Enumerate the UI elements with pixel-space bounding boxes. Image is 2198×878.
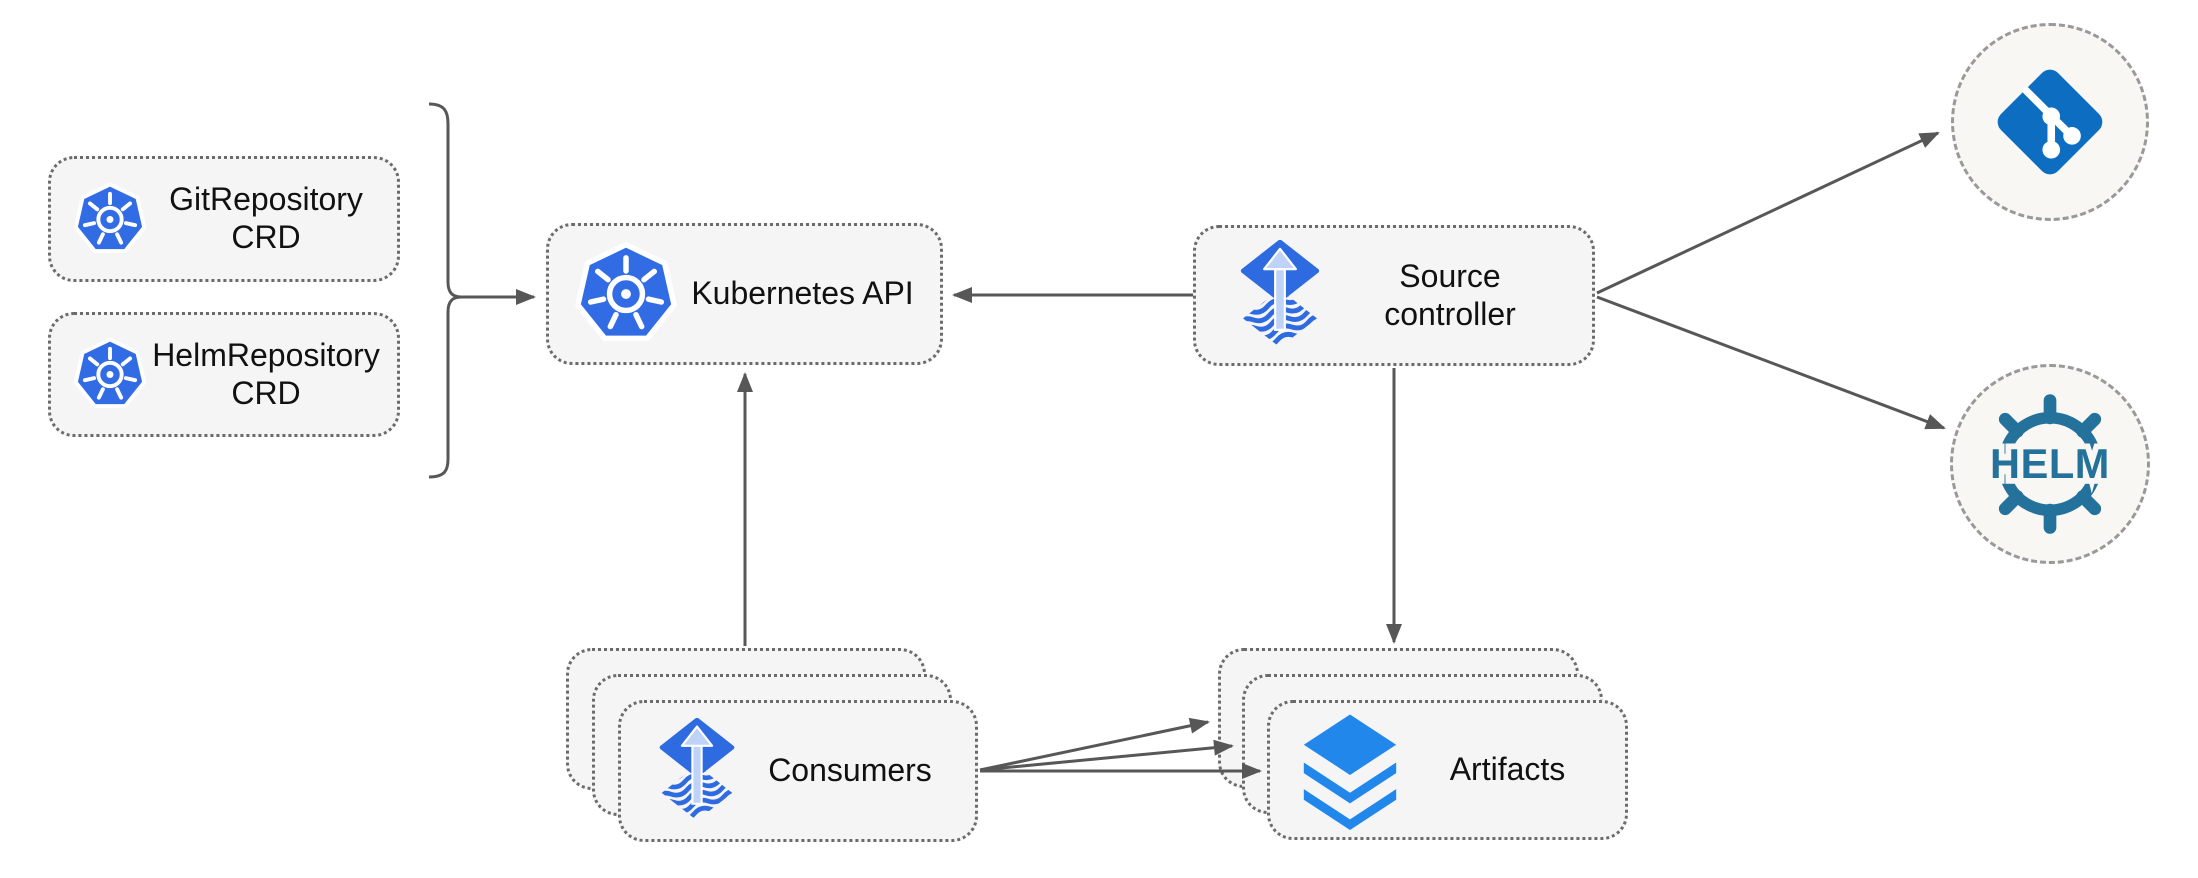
flux-icon	[1236, 240, 1324, 351]
node-label-helm-repository-crd: HelmRepository CRD	[152, 336, 380, 411]
layers-icon	[1296, 711, 1404, 830]
node-label-consumers: Consumers	[768, 752, 932, 789]
external-helm-circle: HELM	[1950, 364, 2150, 564]
helm-icon: HELM	[1975, 389, 2125, 539]
edge-consumers-to-artifacts-1	[979, 717, 1210, 772]
node-label-source-controller: Source controller	[1384, 257, 1516, 332]
edge-source-controller-to-helm	[1596, 295, 1946, 430]
node-source-controller: Source controller	[1193, 225, 1595, 366]
edge-source-controller-to-git	[1596, 131, 1940, 295]
node-helm-repository-crd: HelmRepository CRD	[48, 312, 400, 437]
node-consumers: Consumers	[618, 700, 978, 842]
kubernetes-icon	[571, 237, 681, 351]
node-label-git-repository-crd: GitRepository CRD	[169, 181, 363, 255]
node-kubernetes-api: Kubernetes API	[546, 223, 943, 365]
helm-logo-text: HELM	[1990, 440, 2110, 487]
git-icon	[1987, 59, 2113, 185]
kubernetes-icon	[71, 179, 149, 260]
external-git-circle	[1951, 23, 2149, 221]
node-artifacts: Artifacts	[1267, 700, 1628, 840]
edge-consumers-to-artifacts-2	[979, 739, 1234, 772]
node-label-artifacts: Artifacts	[1449, 751, 1566, 788]
node-git-repository-crd: GitRepository CRD	[48, 156, 400, 282]
edge-crd-group-bracket	[428, 102, 462, 479]
kubernetes-icon	[71, 334, 149, 415]
flux-icon	[655, 718, 739, 824]
node-label-kubernetes-api: Kubernetes API	[691, 275, 914, 312]
